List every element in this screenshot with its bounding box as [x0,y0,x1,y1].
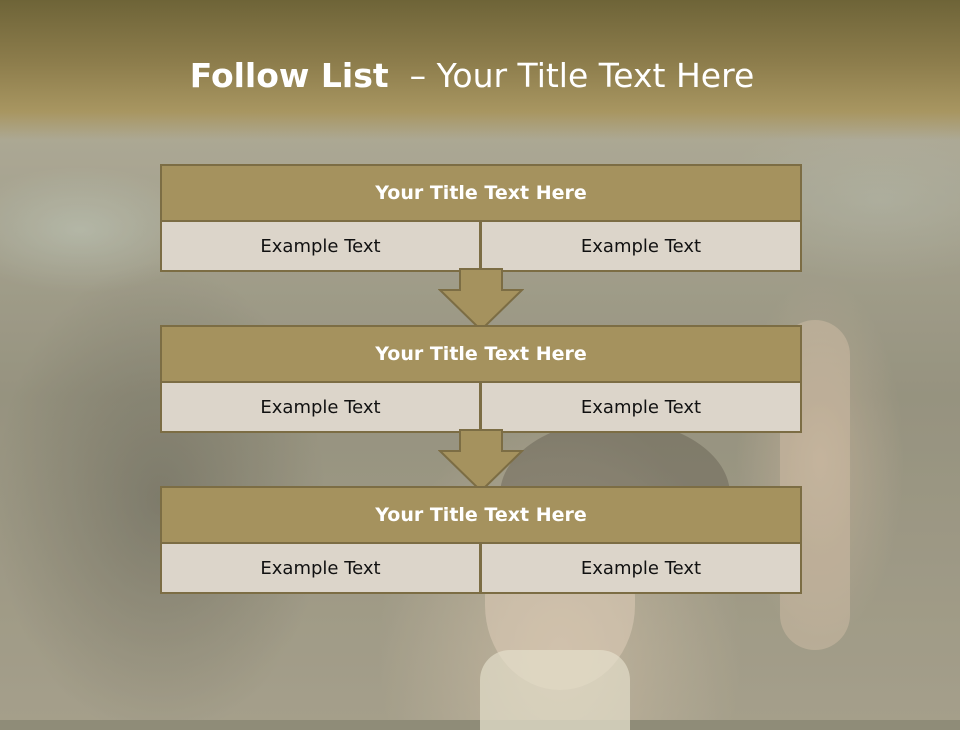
slide-title-rest: – Your Title Text Here [388,56,755,95]
block-cell-right: Example Text [481,383,802,433]
block-title: Your Title Text Here [160,486,802,544]
list-block-1: Your Title Text Here Example Text Exampl… [160,164,802,272]
slide-title-strong: Follow List [189,56,389,95]
list-block-3: Your Title Text Here Example Text Exampl… [160,486,802,594]
block-title: Your Title Text Here [160,164,802,222]
block-cell-left: Example Text [160,544,481,594]
block-row: Example Text Example Text [160,544,802,594]
down-arrow-icon [438,429,524,493]
list-block-2: Your Title Text Here Example Text Exampl… [160,325,802,433]
block-cell-right: Example Text [481,222,802,272]
down-arrow-icon [438,268,524,332]
block-cell-left: Example Text [160,222,481,272]
block-cell-right: Example Text [481,544,802,594]
block-row: Example Text Example Text [160,383,802,433]
block-title: Your Title Text Here [160,325,802,383]
block-row: Example Text Example Text [160,222,802,272]
header-band [0,0,960,140]
block-cell-left: Example Text [160,383,481,433]
slide-title: Follow List – Your Title Text Here [0,52,944,100]
background-collar [480,650,630,730]
